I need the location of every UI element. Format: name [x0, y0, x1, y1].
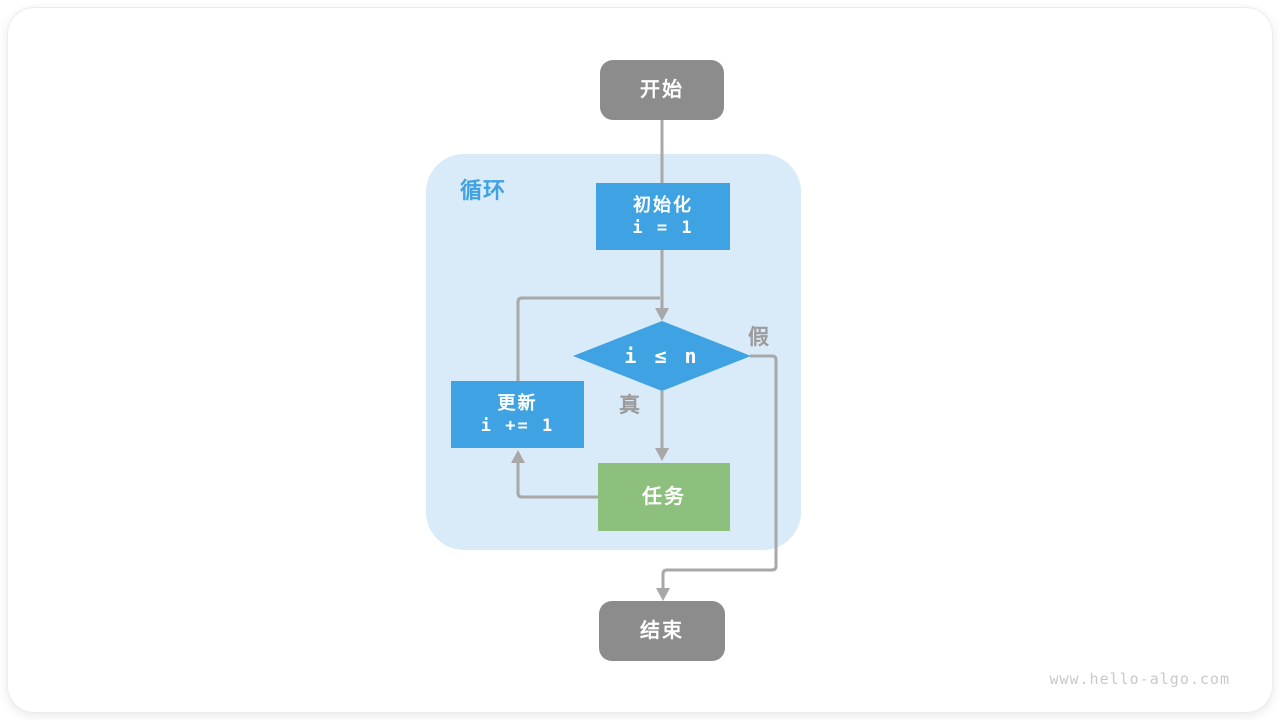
condition-expression: i ≤ n: [624, 344, 700, 368]
condition-diamond: [573, 321, 751, 391]
node-initialize-code: i = 1: [632, 218, 694, 239]
figure-card: 循环 开始 初始化 i = 1 i ≤ n 更新: [8, 8, 1272, 712]
connector-layer: [511, 120, 778, 601]
loop-label: 循环: [460, 178, 507, 203]
node-update-code: i += 1: [480, 416, 555, 437]
branch-label-true: 真: [619, 394, 640, 417]
watermark: www.hello-algo.com: [1049, 670, 1230, 688]
arrowhead-into-condition: [655, 308, 669, 321]
edge-update-to-merge: [516, 296, 660, 381]
node-end-label: 结束: [640, 620, 684, 642]
node-update-label: 更新: [497, 392, 538, 413]
node-start: 开始: [600, 60, 724, 120]
node-initialize-label: 初始化: [633, 194, 693, 215]
node-start-label: 开始: [640, 79, 684, 101]
condition-text: i ≤ n: [573, 321, 751, 391]
arrowhead-into-end: [656, 588, 670, 601]
branch-label-false: 假: [748, 326, 769, 349]
node-end: 结束: [599, 601, 725, 661]
node-update: 更新 i += 1: [451, 381, 584, 448]
arrowhead-into-update: [511, 450, 525, 463]
node-task: 任务: [598, 463, 730, 531]
arrowhead-into-task: [655, 448, 669, 461]
node-initialize: 初始化 i = 1: [596, 183, 730, 250]
edge-condition-false-to-end: [661, 354, 778, 589]
node-task-label: 任务: [642, 486, 686, 508]
edge-task-to-update: [516, 463, 598, 499]
